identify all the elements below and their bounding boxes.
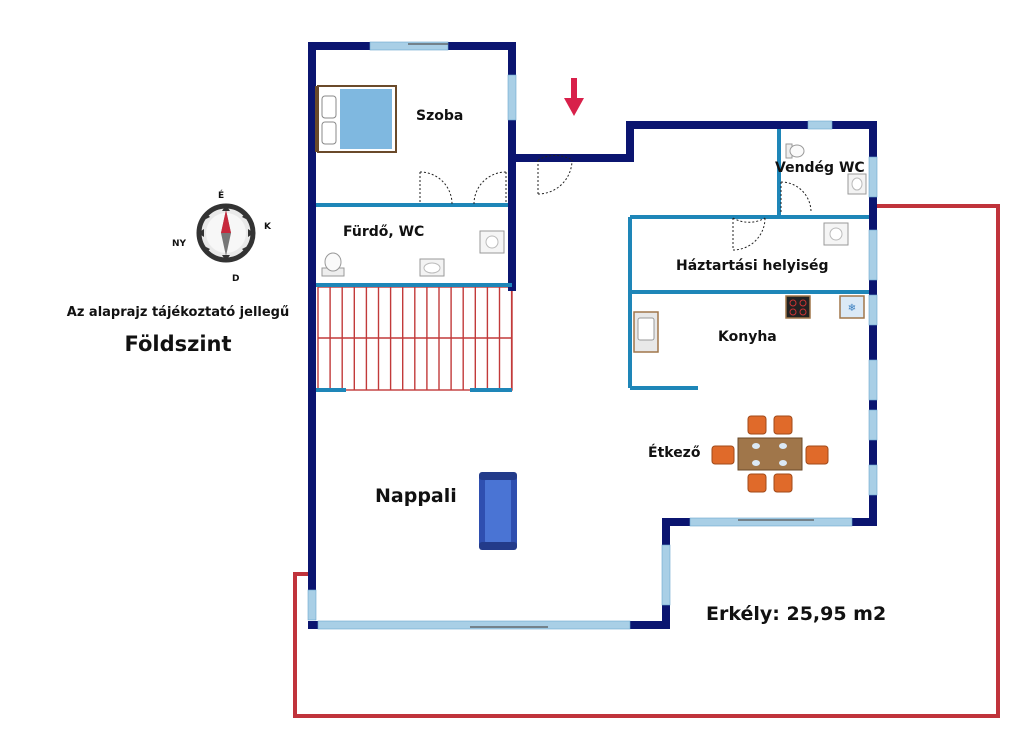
staircase xyxy=(317,286,513,391)
inner-walls xyxy=(316,129,869,392)
bed-icon xyxy=(315,85,397,153)
compass-west-label: NY xyxy=(172,239,187,249)
svg-text:❄: ❄ xyxy=(848,303,856,314)
shower-icon xyxy=(479,230,505,254)
compass-south-label: D xyxy=(232,274,239,284)
room-label-etkezo: Étkező xyxy=(648,444,701,461)
balcony-area-label: Erkély: 25,95 m2 xyxy=(706,603,887,625)
plan-disclaimer: Az alaprajz tájékoztató jellegű xyxy=(66,305,290,320)
cooktop-icon xyxy=(785,295,811,319)
room-label-furdo: Fürdő, WC xyxy=(343,224,424,240)
fridge-icon: ❄ xyxy=(839,295,865,319)
guest-toilet-icon xyxy=(785,143,805,159)
washing-machine-icon xyxy=(823,222,849,246)
guest-sink-icon xyxy=(847,173,867,195)
balcony-outline xyxy=(293,204,1000,718)
kitchen-sink-icon xyxy=(633,311,659,353)
sofa-icon xyxy=(479,472,517,550)
sink-icon xyxy=(419,258,445,277)
room-label-konyha: Konyha xyxy=(718,329,777,345)
compass-east-label: K xyxy=(264,222,272,232)
entrance-arrow-icon xyxy=(564,78,584,116)
dining-table-icon xyxy=(737,437,803,471)
compass-north-label: É xyxy=(218,189,224,201)
room-label-vendeg-wc: Vendég WC xyxy=(775,160,865,176)
window-frames xyxy=(408,43,814,628)
room-label-haztartasi: Háztartási helyiség xyxy=(676,258,829,274)
toilet-icon xyxy=(321,252,345,277)
room-label-nappali: Nappali xyxy=(375,485,457,507)
floor-title: Földszint xyxy=(124,332,232,356)
windows xyxy=(307,41,878,630)
room-label-szoba: Szoba xyxy=(416,108,463,124)
compass-icon: É K D NY xyxy=(172,189,272,284)
dining-chairs xyxy=(711,415,829,493)
door-swings xyxy=(419,154,812,251)
